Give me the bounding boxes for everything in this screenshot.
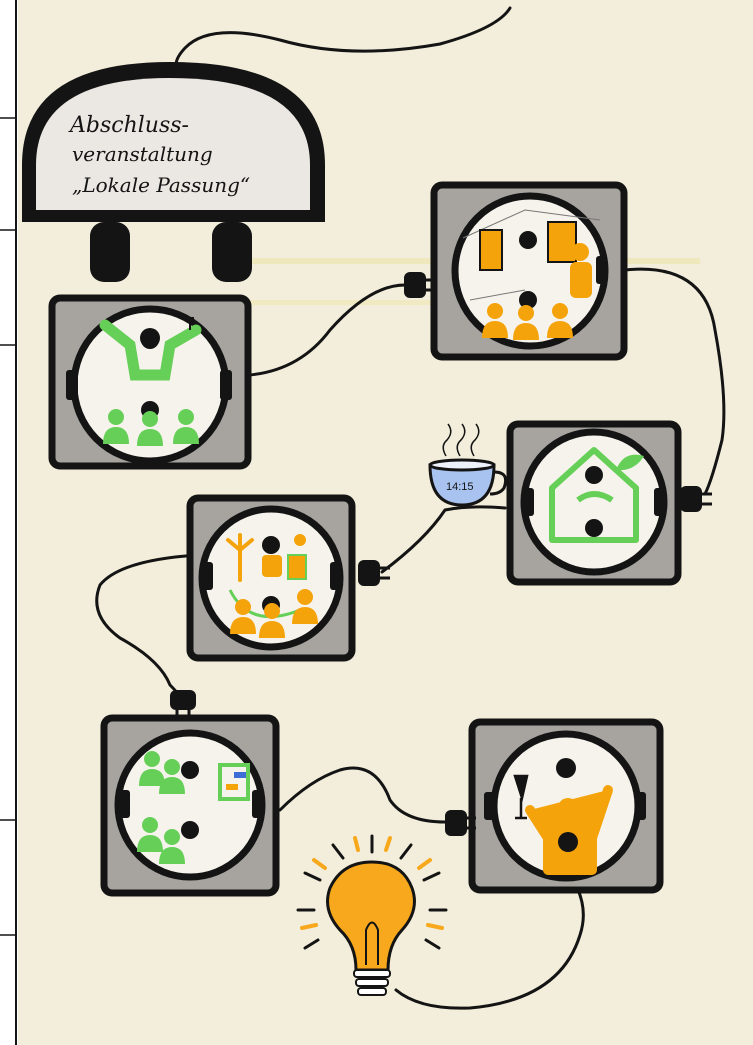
socket-celebration [472,722,660,890]
socket-group-discussion [104,718,276,893]
socket-house [510,424,678,582]
socket-conference-room [434,185,624,357]
socket-energy [190,498,352,658]
sun-icon [294,534,306,546]
coffee-time-label: 14:15 [446,481,474,493]
plug-title-line3: „Lokale Passung“ [72,173,250,197]
socket-speaker [52,298,248,466]
plug-title-line1: Abschluss- [68,113,189,138]
plug-title-line2: veranstaltung [72,142,213,166]
